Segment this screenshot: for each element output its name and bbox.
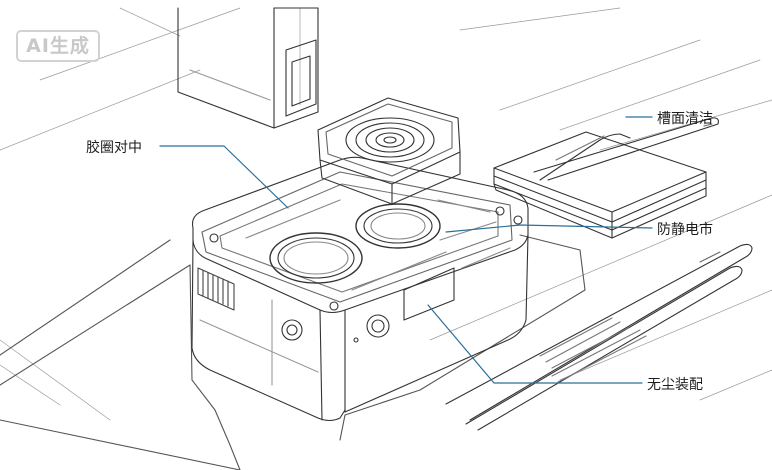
- vent-grille: [197, 267, 235, 311]
- callout-anti-static: 防静电市: [657, 222, 713, 238]
- device-body: [191, 156, 529, 422]
- callout-gasket-centering: 胶圈对中: [86, 140, 142, 156]
- lens-module: [317, 97, 461, 205]
- callout-groove-cleaning: 槽面清洁: [657, 111, 713, 127]
- callout-leaders: [159, 116, 653, 384]
- cleaning-pads: [493, 131, 707, 239]
- callout-dust-free-assembly: 无尘装配: [647, 377, 703, 393]
- tweezers-upper: [533, 117, 719, 181]
- leader-dust-free-assembly: [427, 304, 643, 384]
- work-mat: [0, 234, 586, 470]
- corner-screws: [209, 206, 523, 311]
- leader-anti-static: [445, 224, 653, 233]
- background-sketch: [0, 7, 772, 421]
- leader-gasket-centering: [159, 145, 289, 209]
- tweezers-lower: [445, 243, 753, 431]
- ai-generated-badge: AI生成: [16, 30, 100, 62]
- storage-box: [177, 7, 319, 129]
